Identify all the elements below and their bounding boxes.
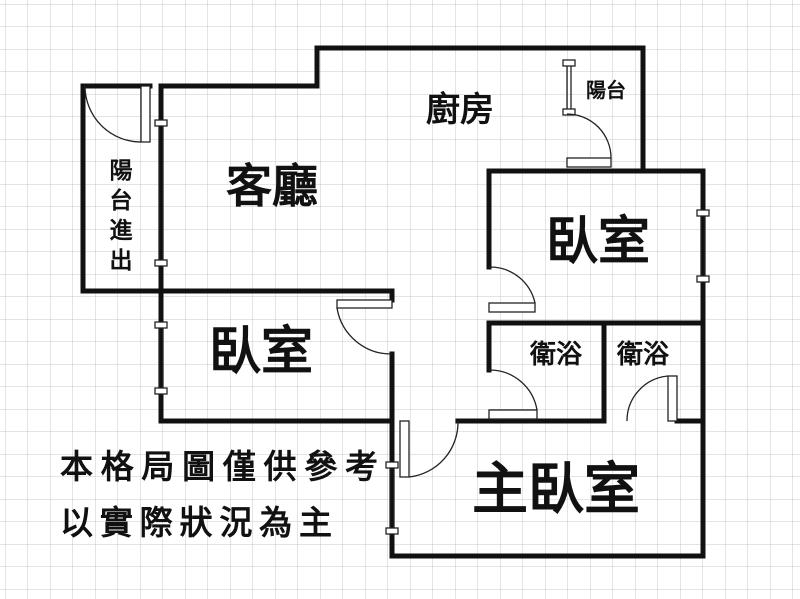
balcony-access-char: 進	[110, 218, 133, 244]
bathroom-2-label: 衛浴	[616, 340, 670, 370]
bedroom-right-label: 臥室	[546, 212, 650, 272]
balcony-access-label: 陽 台 進 出	[110, 158, 133, 274]
balcony-access-char: 台	[110, 187, 133, 214]
walls	[80, 45, 706, 559]
master-bedroom-label: 主臥室	[472, 458, 640, 523]
living-room-label: 客廳	[226, 159, 318, 213]
balcony-access-char: 陽	[110, 158, 133, 184]
kitchen-balcony-label: 陽台	[586, 78, 626, 102]
kitchen-label: 廚房	[426, 90, 494, 130]
bedroom-left-label: 臥室	[209, 322, 313, 382]
doors	[84, 85, 678, 478]
balcony-access-char: 出	[110, 248, 133, 274]
disclaimer-line-2: 以實際狀況為主	[60, 503, 332, 542]
bathroom-1-label: 衛浴	[529, 340, 583, 370]
windows	[154, 59, 710, 535]
